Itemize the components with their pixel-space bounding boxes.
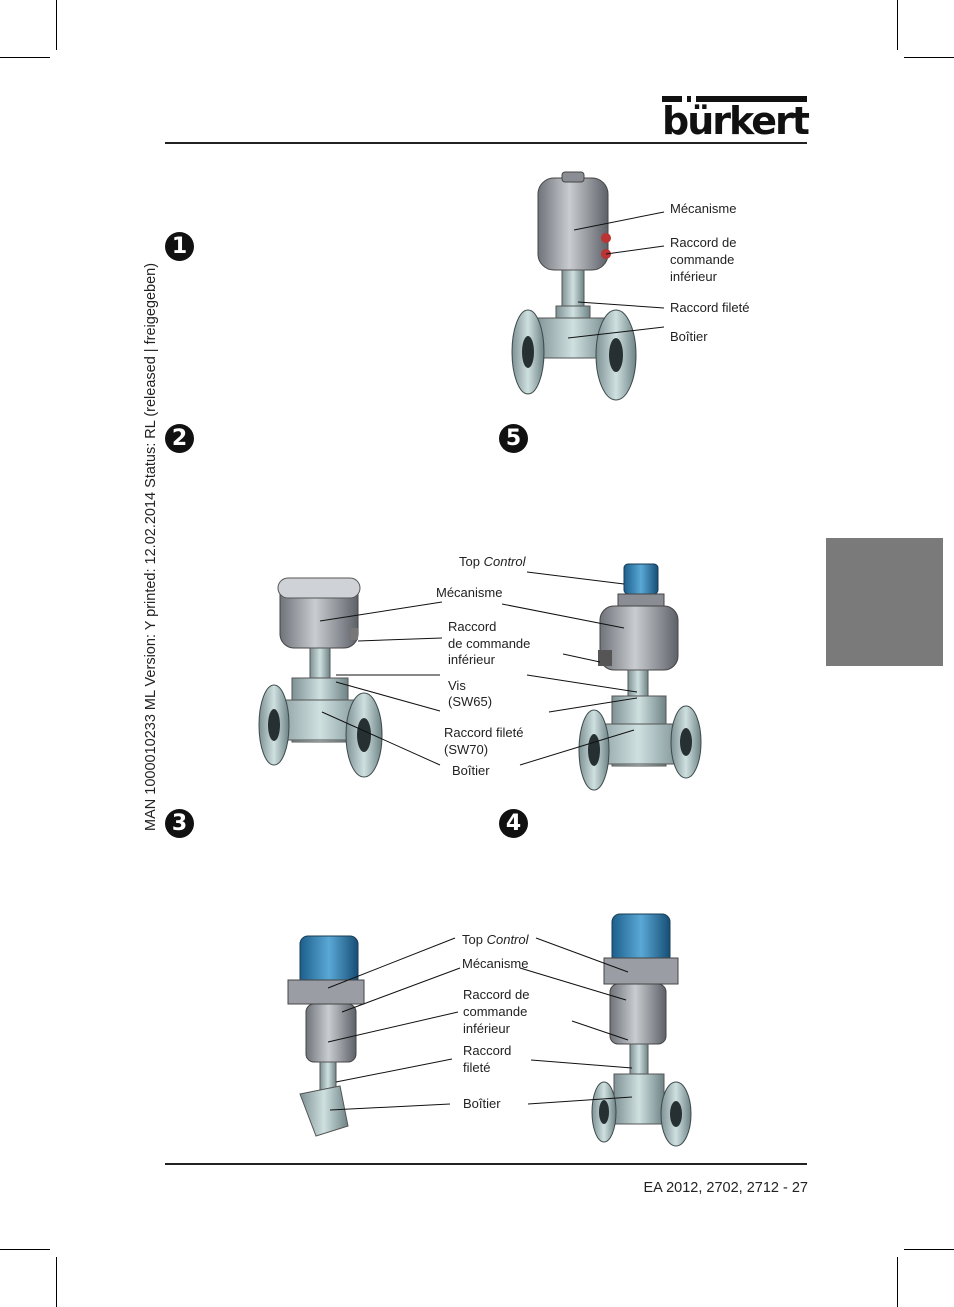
fig3-label-boitier: Boîtier [463,1096,501,1111]
valve-figure-5 [578,563,702,791]
marker-3: 3 [165,809,194,838]
crop-mark [897,1257,898,1307]
logo-text: bürkert [662,99,810,143]
valve-figure-4 [591,913,692,1147]
crop-mark [904,57,954,58]
fig3-label-control: Control [486,932,529,947]
valve-figure-1 [511,171,637,401]
fig1-label-boitier: Boîtier [670,329,708,344]
fig2-label-boitier: Boîtier [452,763,490,778]
fig2-label-raccord-line2: de commande [448,636,531,651]
crop-mark [904,1249,954,1250]
marker-1: 1 [165,232,194,261]
footer-rule [165,1163,807,1165]
fig3-label-raccord-line3: inférieur [463,1021,510,1036]
chapter-tab [826,538,943,666]
fig3-label-filete-line2: fileté [463,1060,491,1075]
marker-5: 5 [499,424,528,453]
fig3-label-filete-line1: Raccord [463,1043,512,1058]
fig3-label-top-control: Top Control [462,931,529,948]
fig3-label-raccord-line2: commande [463,1004,528,1019]
crop-mark [56,0,57,50]
fig3-label-mecanisme: Mécanisme [462,956,529,971]
fig3-label-raccord-line1: Raccord de [463,987,530,1002]
header-rule [165,142,807,144]
crop-mark [0,57,50,58]
fig2-label-control: Control [483,554,526,569]
fig2-label-vis-line2: (SW65) [448,694,493,709]
page-reference: EA 2012, 2702, 2712 - 27 [643,1180,808,1196]
fig2-label-mecanisme: Mécanisme [436,585,503,600]
fig1-label-raccord-commande-line3: inférieur [670,269,717,284]
fig1-label-raccord-commande-line1: Raccord de [670,235,737,250]
fig1-label-raccord-commande-line2: commande [670,252,735,267]
crop-mark [897,0,898,50]
fig1-label-mecanisme: Mécanisme [670,201,737,216]
fig2-label-raccord-filete-line2: (SW70) [444,742,489,757]
crop-mark [56,1257,57,1307]
fig2-label-raccord-filete-line1: Raccord fileté [444,725,524,740]
fig2-label-top-control: Top Control [459,553,526,570]
burkert-logo: bürkert [662,96,810,144]
valve-figure-3 [287,935,365,1137]
marker-4: 4 [499,809,528,838]
leader-lines [319,211,665,1111]
marker-2: 2 [165,424,194,453]
fig1-label-raccord-filete: Raccord fileté [670,300,750,315]
fig2-label-raccord-line3: inférieur [448,652,495,667]
valve-figure-2 [258,577,383,778]
fig3-label-top: Top [462,932,483,947]
fig2-label-vis-line1: Vis [448,678,466,693]
fig2-label-raccord-line1: Raccord [448,619,497,634]
fig2-label-top: Top [459,554,480,569]
crop-mark [0,1249,50,1250]
